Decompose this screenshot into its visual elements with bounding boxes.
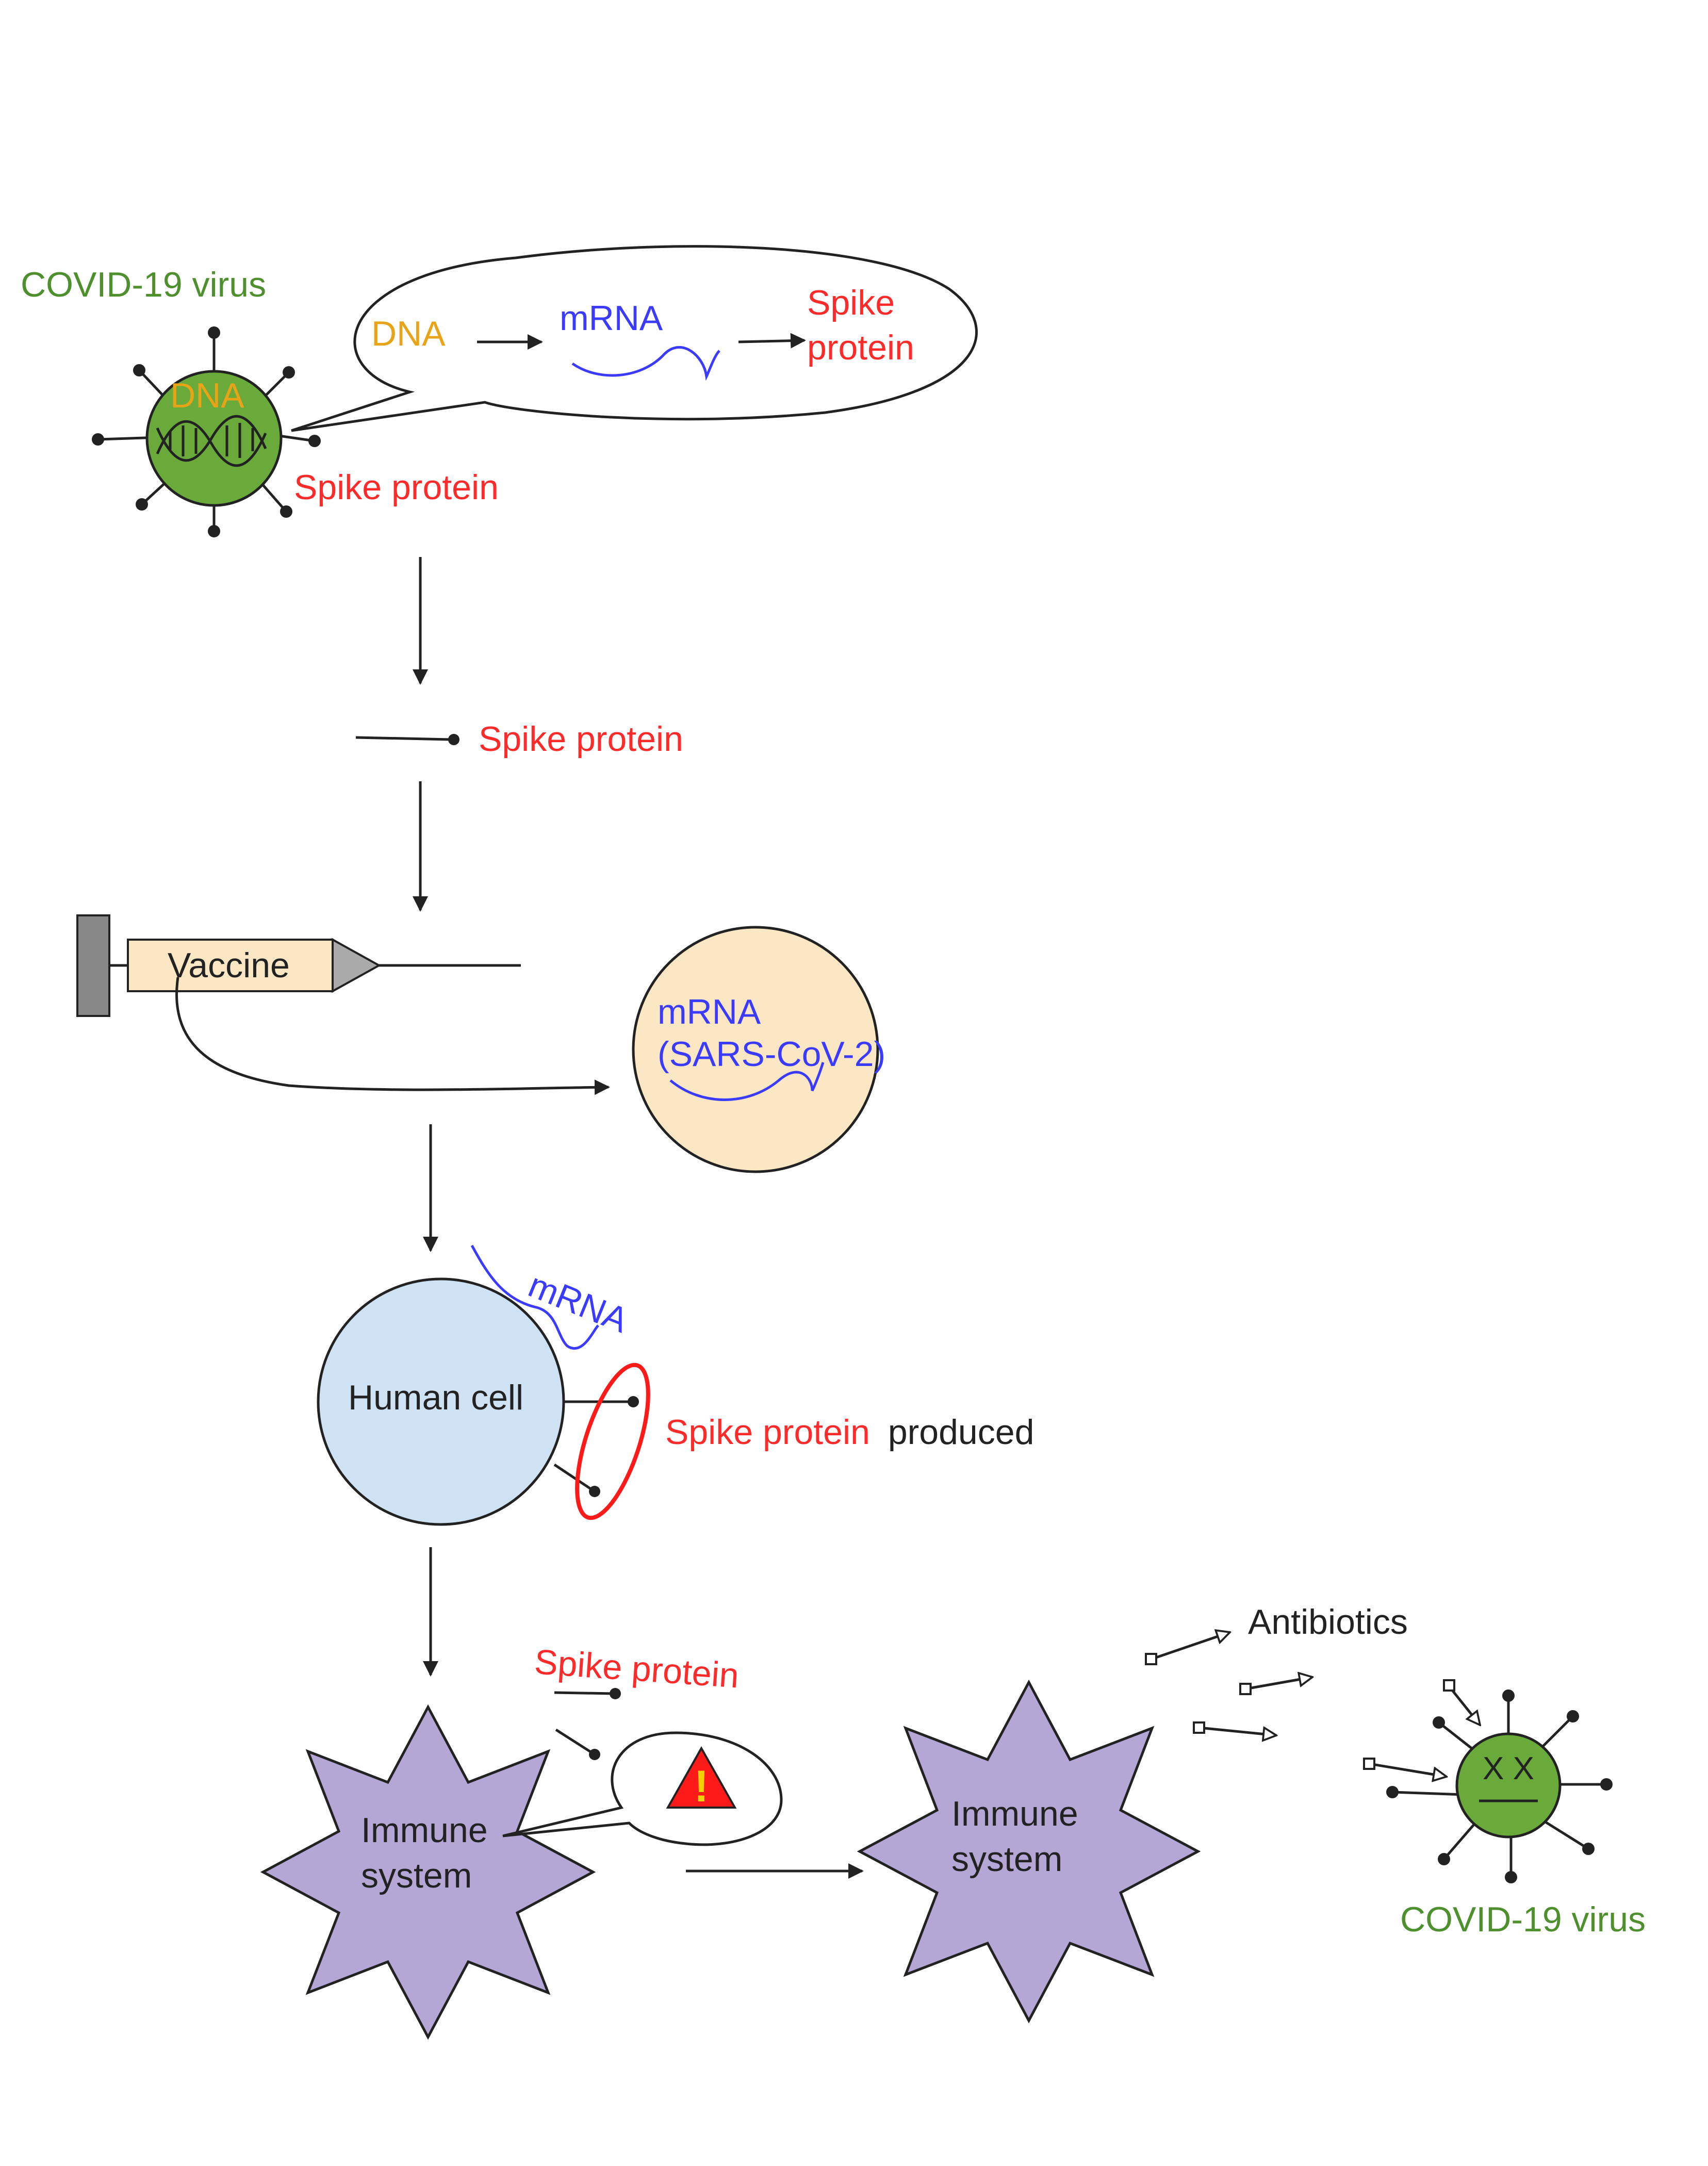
spike-protein-label-isolated: Spike protein (479, 719, 683, 759)
spike-protein-icon (355, 734, 459, 745)
immune-label-2a: Immune (951, 1794, 1078, 1833)
antibiotics-label: Antibiotics (1248, 1602, 1408, 1642)
dna-to-protein-bubble (291, 245, 978, 432)
dna-helix-icon (156, 415, 267, 467)
bubble-spike-label-2: protein (807, 328, 914, 367)
warning-bubble (502, 1731, 783, 1846)
syringe-icon (76, 914, 521, 1017)
bubble-dna-label: DNA (371, 314, 446, 353)
antibody-arrows (1149, 1632, 1480, 1777)
mrna-sars-strand (669, 1062, 825, 1101)
covid-virus-label-top: COVID-19 virus (21, 265, 266, 304)
bubble-mrna-label: mRNA (560, 299, 663, 338)
dna-label-on-virus: DNA (170, 376, 244, 415)
mrna-vaccine-particle (632, 926, 879, 1173)
warning-mark: ! (694, 1762, 709, 1811)
spike-produced-caption: Spike protein produced (665, 1413, 1034, 1452)
human-cell-label: Human cell (348, 1378, 523, 1417)
spike-produced-black: produced (888, 1413, 1034, 1452)
immune-system-2 (857, 1679, 1201, 2024)
immune-system-1 (260, 1704, 596, 2040)
mrna-sars-label-2: (SARS-CoV-2) (658, 1035, 885, 1074)
dead-virus-eyes: X X (1483, 1751, 1534, 1786)
dead-virus-icon: X X (1386, 1689, 1613, 1883)
spike-produced-red: Spike protein (665, 1413, 870, 1452)
covid-virus-label-bottom: COVID-19 virus (1400, 1900, 1646, 1939)
vaccine-label: Vaccine (168, 946, 290, 985)
immune-label-1a: Immune (361, 1811, 488, 1850)
virus-icon (92, 326, 321, 537)
bubble-mrna-strand (571, 346, 720, 381)
immune-label-1b: system (361, 1856, 472, 1895)
spike-highlight-ring (575, 1363, 650, 1520)
immune-label-2b: system (951, 1840, 1062, 1879)
mrna-sars-label-1: mRNA (658, 992, 761, 1031)
bubble-spike-label-1: Spike (807, 283, 895, 322)
spike-protein-label-bottom: Spike protein (533, 1642, 740, 1696)
spike-protein-label-virus: Spike protein (294, 468, 499, 507)
warning-icon: ! (666, 1746, 737, 1811)
immune-spike-proteins (554, 1688, 621, 1760)
vaccine-to-mrna-arrow (175, 977, 610, 1095)
cell-mrna-strand (470, 1244, 599, 1350)
bubble-arrow-2 (738, 333, 806, 349)
